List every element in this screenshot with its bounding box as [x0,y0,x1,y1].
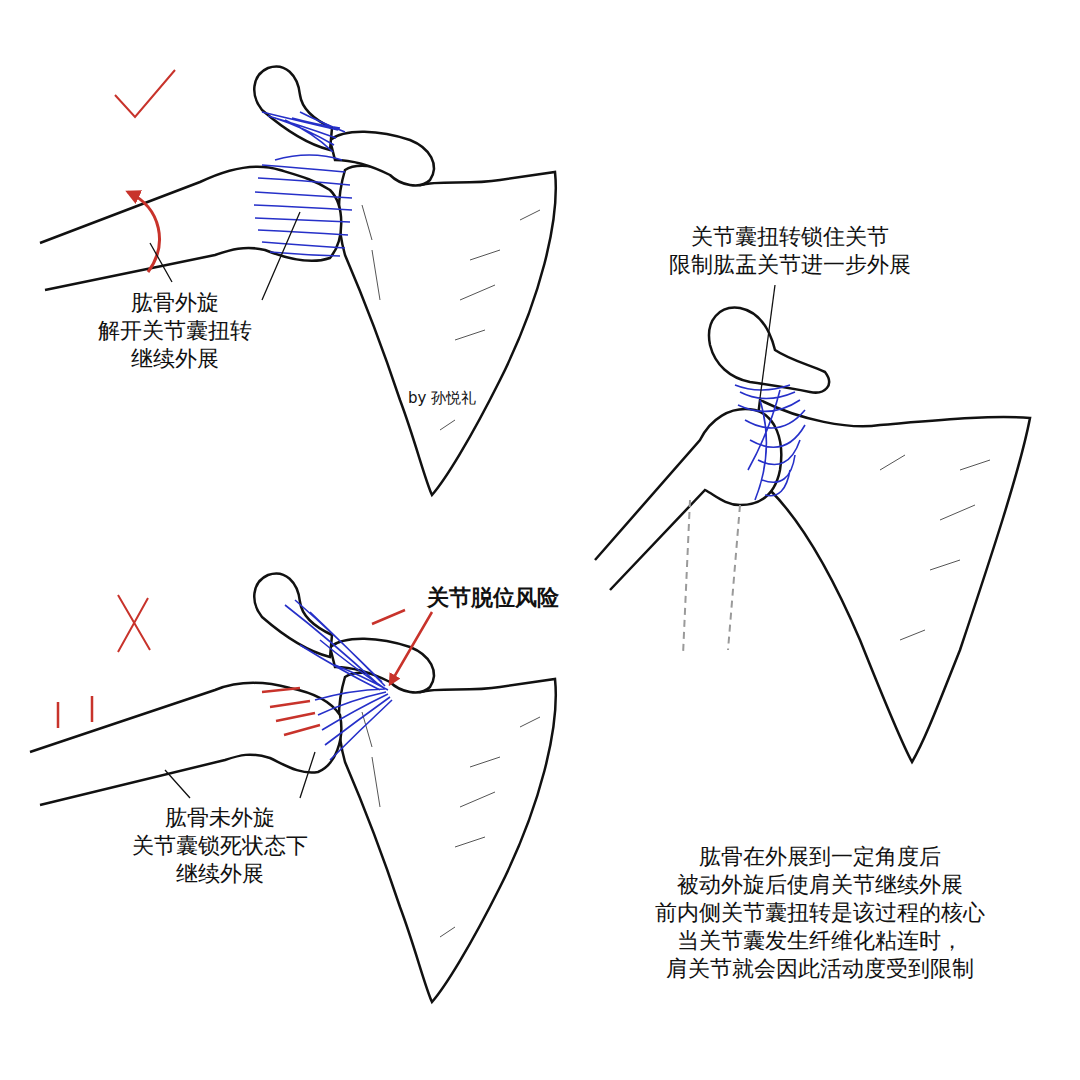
scapula [254,574,555,1002]
capsule-fibers [735,385,805,500]
leader-line [760,285,775,398]
check-mark [115,70,175,117]
scapula [254,67,555,495]
scapula-texture [880,455,990,640]
capsule-fibers [285,600,392,760]
coracoid-acromion [709,308,829,393]
humerus [30,683,341,805]
annotation-label: 关节囊扭转锁住关节 限制肱盂关节进一步外展 [660,223,920,279]
annotation-label: 肱骨外旋 解开关节囊扭转 继续外展 [89,289,261,373]
annotation-label: 关节脱位风险 [418,584,568,612]
annotation-label: 肱骨未外旋 关节囊锁死状态下 继续外展 [123,804,317,888]
annotation-label: by 孙悦礼 [408,388,476,408]
leader-line [150,212,300,300]
cross-mark [118,595,150,652]
annotation-label: 肱骨在外展到一定角度后 被动外旋后使肩关节继续外展 前内侧关节囊扭转是该过程的核… [646,843,994,983]
capsule-fibers [254,112,352,256]
humerus [40,167,341,290]
scapula [758,400,1030,762]
rotation-arrow [128,192,159,272]
force-arrow [58,610,432,735]
dashed-guide [683,500,740,655]
leader-line [165,752,315,798]
